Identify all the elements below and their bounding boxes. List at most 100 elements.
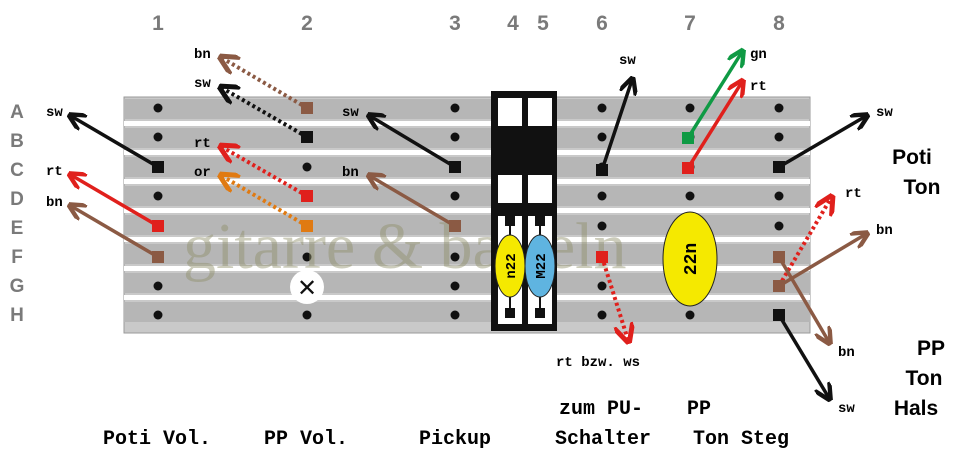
solder-hole — [302, 162, 312, 172]
column-number: 3 — [449, 12, 461, 35]
row-label: F — [11, 247, 23, 268]
solder-hole — [153, 103, 163, 113]
wire-c2-bn — [222, 58, 309, 110]
capacitor-m22: M22 — [524, 234, 556, 298]
solder-hole — [302, 310, 312, 320]
solder-hole — [450, 310, 460, 320]
row-label: E — [11, 218, 24, 239]
solder-hole — [450, 281, 460, 291]
solder-hole — [153, 132, 163, 142]
wire-c1-rt — [71, 175, 159, 228]
wire-label: sw — [194, 76, 211, 92]
solder-hole — [597, 132, 607, 142]
wire-c2-rt — [222, 147, 308, 198]
wire-label: bn — [194, 47, 211, 63]
capacitor-n22-label: n22 — [504, 253, 520, 278]
solder-hole — [774, 191, 784, 201]
wire-labels: bn sw rt or sw rt bn sw bn sw rt bzw. ws… — [46, 47, 893, 417]
wire-c8-bn-bottom — [777, 256, 829, 342]
wire-label: sw — [342, 105, 359, 121]
solder-hole — [685, 191, 695, 201]
column-number: 8 — [773, 12, 785, 35]
cut-mark-icon: ✕ — [297, 274, 317, 302]
wire-label: rt bzw. ws — [556, 355, 640, 371]
solder-hole — [450, 191, 460, 201]
capacitor-n22: n22 — [494, 234, 526, 298]
solder-hole — [774, 132, 784, 142]
column-numbers: 1 2 3 4 5 6 7 8 — [152, 12, 785, 35]
switch-block — [491, 91, 557, 331]
wire-c2-sw — [222, 88, 308, 139]
wire-label: sw — [838, 401, 855, 417]
wire-label: sw — [46, 105, 63, 121]
section-captions: Poti Vol. PP Vol. Pickup zum PU- Schalte… — [103, 398, 789, 451]
wire-c8-rt — [777, 198, 831, 288]
solder-hole — [685, 103, 695, 113]
solder-hole — [153, 191, 163, 201]
solder-hole — [774, 221, 784, 231]
wire-label: rt — [750, 79, 767, 95]
wire-c6-rt-ws — [600, 256, 628, 340]
capacitor-22n-label: 22n — [682, 243, 702, 275]
wire-c8-bn-top — [778, 234, 866, 288]
solder-hole — [597, 310, 607, 320]
wire-c7-rt — [686, 82, 742, 169]
section-poti-vol: Poti Vol. — [103, 428, 211, 451]
wire-label: sw — [619, 53, 636, 69]
side-label-ton: Ton — [904, 176, 941, 199]
column-number: 5 — [537, 12, 549, 35]
row-label: G — [10, 276, 25, 297]
column-number: 7 — [684, 12, 696, 35]
capacitor-22n: 22n — [662, 211, 718, 307]
section-pp-vol: PP Vol. — [264, 428, 348, 451]
strip-cut-mark: ✕ — [290, 270, 324, 304]
row-label: C — [10, 160, 24, 181]
side-label-hals: Hals — [894, 397, 938, 420]
solder-hole — [597, 221, 607, 231]
solder-hole — [153, 310, 163, 320]
strip-separators — [124, 121, 810, 300]
solder-hole — [597, 191, 607, 201]
wire-label: rt — [46, 164, 63, 180]
wire-label: or — [194, 165, 211, 181]
solder-hole — [774, 103, 784, 113]
wire-c3-sw — [370, 116, 456, 169]
wire-c1-bn — [71, 206, 159, 259]
solder-hole — [302, 252, 312, 262]
wire-c8-sw-top — [778, 116, 866, 169]
wires — [71, 52, 866, 398]
solder-hole — [450, 252, 460, 262]
row-label: D — [10, 189, 24, 210]
capacitor-m22-label: M22 — [534, 253, 550, 278]
column-number: 4 — [507, 12, 519, 35]
side-label-pp: PP — [917, 337, 945, 360]
side-label-ton-2: Ton — [906, 367, 943, 390]
solder-hole — [597, 281, 607, 291]
row-label: H — [10, 305, 24, 326]
row-label: A — [10, 102, 24, 123]
section-pu-line1: zum PU- — [559, 398, 643, 421]
column-number: 1 — [152, 12, 164, 35]
wire-label: bn — [342, 165, 359, 181]
watermark: gitarre & basteln — [183, 210, 627, 283]
solder-hole — [685, 310, 695, 320]
row-label: B — [10, 131, 24, 152]
copper-strips — [124, 99, 810, 322]
side-labels: Poti Ton PP Ton Hals — [892, 146, 945, 420]
wire-label: bn — [838, 345, 855, 361]
row-labels: A B C D E F G H — [10, 102, 25, 326]
wire-label: rt — [845, 186, 862, 202]
column-number: 6 — [596, 12, 608, 35]
wire-c7-gn — [686, 52, 742, 139]
wire-label: rt — [194, 136, 211, 152]
wire-c3-bn — [370, 176, 456, 228]
wire-label: bn — [876, 223, 893, 239]
section-pickup: Pickup — [419, 428, 491, 451]
column-number: 2 — [301, 12, 313, 35]
wire-c1-sw — [71, 116, 159, 169]
section-pp-steg-line1: PP — [687, 398, 711, 421]
wire-label: gn — [750, 47, 767, 63]
wire-c2-or — [222, 176, 309, 228]
solder-hole — [597, 103, 607, 113]
